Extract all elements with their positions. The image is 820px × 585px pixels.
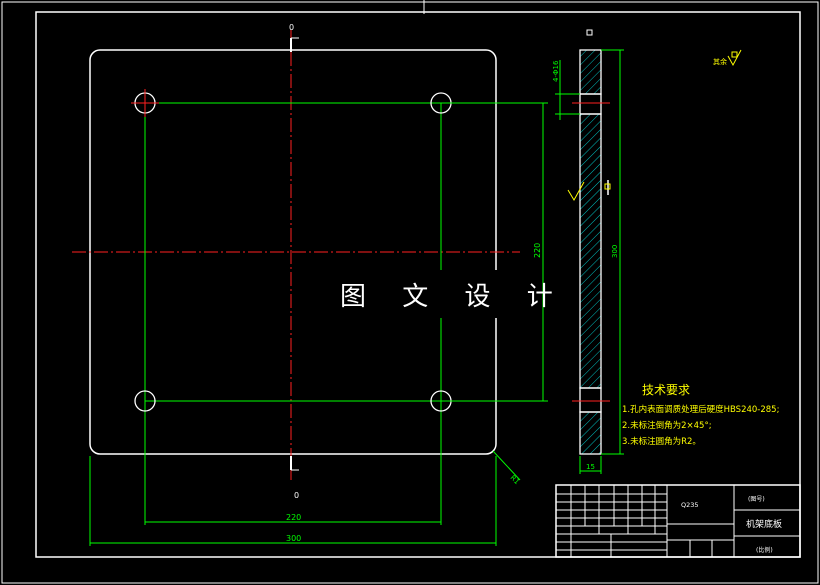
corner-radius-label: R1 (509, 474, 521, 486)
tech-req-item-3: 3.未标注圆角为R2。 (622, 436, 701, 447)
thickness-dim-text: 15 (586, 463, 595, 471)
title-block-scale: (比例) (756, 546, 773, 554)
dim-text-220-v: 220 (533, 243, 542, 258)
side-height-dim-text: 300 (611, 245, 619, 258)
drawing-frame (35, 11, 801, 558)
svg-text:其余: 其余 (713, 57, 727, 66)
side-section-view (572, 49, 610, 455)
section-label-top: 0 (289, 23, 294, 32)
title-block (555, 484, 801, 558)
title-block-drawing-no: (图号) (748, 496, 765, 503)
tech-req-title: 技术要求 (642, 383, 690, 397)
watermark-box: 图 文 设 计 (330, 270, 553, 318)
roughness-symbol-side (567, 181, 585, 201)
title-block-part-name: 机架底板 (746, 518, 782, 530)
tech-req-item-2: 2.未标注倒角为2×45°; (622, 420, 712, 431)
tech-req-item-1: 1.孔内表面调质处理后硬度HBS240-285; (622, 404, 779, 415)
section-label-bottom: 0 (294, 491, 299, 500)
watermark-text: 图 文 设 计 (340, 282, 567, 312)
hole-bottom-left (134, 390, 156, 412)
hole-top-left (131, 89, 159, 117)
dim-text-220-h: 220 (286, 513, 301, 522)
hole-dim-text: 4-Φ16 (552, 60, 560, 82)
title-block-material: Q235 (681, 501, 699, 509)
roughness-symbol-top: 其余 (713, 49, 742, 67)
dim-text-300-h: 300 (286, 534, 301, 543)
corner-leader (492, 450, 521, 481)
